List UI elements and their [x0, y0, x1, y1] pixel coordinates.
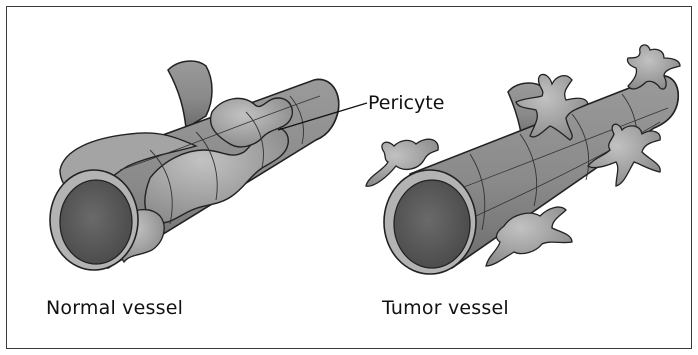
normal-vessel-lumen	[60, 180, 132, 264]
normal-branch	[168, 61, 212, 128]
pericyte-label: Pericyte	[368, 92, 444, 114]
normal-vessel-caption: Normal vessel	[46, 297, 183, 319]
tumor-vessel-caption: Tumor vessel	[382, 297, 509, 319]
tumor-vessel-lumen	[394, 180, 470, 268]
normal-vessel	[50, 61, 339, 270]
